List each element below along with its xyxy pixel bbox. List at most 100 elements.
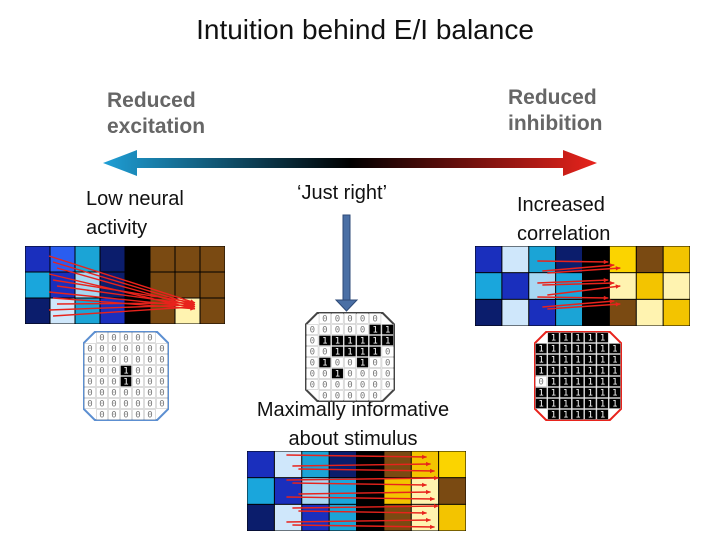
binary-cell [584,343,597,354]
arrowhead [434,503,439,509]
binary-cell [369,335,382,346]
binary-digit: 0 [310,359,315,369]
binary-cell [132,332,144,343]
binary-cell [108,387,120,398]
binary-cell [318,390,331,401]
binary-digit: 0 [310,381,315,391]
binary-cell [108,343,120,354]
binary-cell [584,409,597,420]
binary-cell [144,332,156,343]
binary-digit: 0 [322,392,327,402]
binary-cell [343,346,357,357]
binary-cell [318,379,331,390]
binary-cell [596,387,609,398]
binary-digit: 0 [372,392,377,402]
correlation-arrow [298,510,427,514]
arrowhead [609,299,615,304]
binary-digit: 1 [347,348,352,358]
correlation-arrow [547,267,621,274]
arrowhead [422,510,427,516]
binary-digit: 1 [538,345,543,355]
binary-cell [331,379,344,390]
binary-digit: 1 [551,400,556,410]
binary-digit: 1 [600,389,605,399]
binary-digit: 0 [347,326,352,336]
binary-digit: 0 [135,378,140,388]
binary-digit: 0 [111,389,116,399]
binary-cell [559,365,572,376]
arrowhead [430,468,435,474]
correlation-arrow [56,267,196,308]
binary-cell [108,365,120,376]
binary-digit: 0 [135,411,140,421]
arrowhead [603,295,609,301]
heatmap-cell [200,298,225,324]
binary-cell [144,409,156,420]
binary-cell [381,324,394,335]
heatmap-cell [663,273,690,299]
binary-digit: 0 [147,345,152,355]
binary-digit: 1 [538,400,543,410]
binary-digit: 1 [551,389,556,399]
arrowhead [426,461,431,467]
binary-cell [572,332,584,343]
binary-cell [535,398,548,409]
binary-digit: 1 [575,378,580,388]
heatmap-cell [636,246,663,273]
arrowhead [430,524,435,530]
binary-cell [547,365,560,376]
binary-cell [96,387,108,398]
binary-digit: 1 [563,334,568,344]
binary-cell [318,368,331,379]
heatmap-cell [100,246,125,272]
binary-cell [108,354,120,365]
heatmap-cell [25,298,50,324]
binary-digit: 1 [385,337,390,347]
binary-digit: 0 [310,326,315,336]
binary-grid-outline [305,312,395,402]
arrowhead [603,259,609,265]
binary-digit: 0 [99,356,104,366]
heatmap-cell [556,273,582,299]
binary-digit: 0 [123,356,128,366]
correlation-arrows [286,454,439,530]
heatmap-cell [439,451,466,478]
correlation-arrow [52,279,196,304]
binary-cell [369,379,382,390]
caption-just-right: ‘Just right’ [297,182,388,204]
binary-digit: 0 [147,389,152,399]
binary-digit: 1 [538,356,543,366]
binary-digit: 1 [563,400,568,410]
binary-cell [547,376,560,387]
heatmap-cell [529,299,556,326]
binary-cell [156,376,168,387]
binary-grid-outline [83,331,169,421]
binary-cell [132,365,144,376]
binary-cell [572,409,584,420]
binary-digit: 0 [135,389,140,399]
binary-cell [331,368,344,379]
binary-digit: 0 [147,400,152,410]
binary-digit: 1 [575,411,580,421]
binary-digit: 1 [600,345,605,355]
heatmap-increased-correlation [475,246,690,326]
arrowhead [426,517,431,523]
binary-cell [84,354,96,365]
binary-cell [156,354,168,365]
binary-cell [608,354,621,365]
heatmap-cell [125,246,150,272]
caption-low-activity: Low neural activity [86,188,184,239]
binary-digit: 0 [347,392,352,402]
binary-digit: 0 [310,370,315,380]
binary-digit: 0 [159,378,164,388]
binary-digit: 0 [135,334,140,344]
heatmap-cell [636,273,663,299]
arrowhead [422,454,427,460]
binary-digit: 1 [612,400,617,410]
binary-digit: 0 [372,381,377,391]
binary-digit: 0 [135,345,140,355]
heatmap-cell [200,246,225,272]
heatmap-cell [502,246,529,273]
binary-digit: 0 [322,348,327,358]
